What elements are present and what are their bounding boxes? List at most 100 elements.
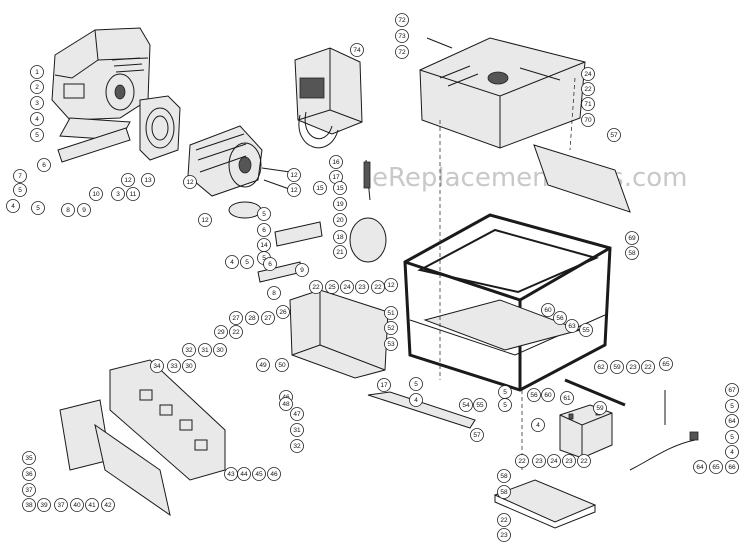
- callout-bubble: [325, 280, 339, 294]
- callout-37: 37: [22, 483, 36, 497]
- callout-30: 30: [213, 343, 227, 357]
- callout-label: 5: [262, 211, 266, 218]
- callout-bubble: [333, 181, 347, 195]
- callout-label: 22: [644, 364, 652, 371]
- callout-22: 22: [309, 280, 323, 294]
- callout-label: 50: [278, 362, 286, 369]
- callout-41: 41: [85, 498, 99, 512]
- callout-bubble: [355, 280, 369, 294]
- callout-label: 12: [201, 217, 209, 224]
- callout-bubble: [126, 187, 140, 201]
- callout-12: 12: [287, 183, 301, 197]
- callout-bubble: [607, 128, 621, 142]
- callout-label: 32: [185, 347, 193, 354]
- callout-label: 6: [42, 162, 46, 169]
- callout-bubble: [6, 199, 20, 213]
- callout-label: 15: [336, 185, 344, 192]
- callout-47: 47: [290, 407, 304, 421]
- callout-label: 65: [662, 361, 670, 368]
- callout-label: 21: [336, 249, 344, 256]
- callout-bubble: [371, 280, 385, 294]
- callout-label: 41: [88, 502, 96, 509]
- callout-20: 20: [333, 213, 347, 227]
- callout-label: 4: [230, 259, 234, 266]
- callout-bubble: [54, 498, 68, 512]
- callout-37: 37: [54, 498, 68, 512]
- battery-tray: [493, 479, 597, 529]
- callout-label: 3: [116, 191, 120, 198]
- callout-bubble: [37, 158, 51, 172]
- callout-28: 28: [245, 311, 259, 325]
- callout-label: 6: [268, 261, 272, 268]
- callout-2: 2: [30, 80, 44, 94]
- callout-bubble: [290, 439, 304, 453]
- callout-label: 69: [628, 235, 636, 242]
- callout-5: 5: [31, 201, 45, 215]
- callout-bubble: [395, 13, 409, 27]
- callout-bubble: [261, 311, 275, 325]
- callout-label: 52: [387, 325, 395, 332]
- callout-bubble: [30, 128, 44, 142]
- callout-64: 64: [693, 460, 707, 474]
- callout-23: 23: [626, 360, 640, 374]
- callout-bubble: [309, 280, 323, 294]
- callout-66: 66: [725, 460, 739, 474]
- callout-bubble: [531, 418, 545, 432]
- callout-bubble: [725, 399, 739, 413]
- callout-bubble: [77, 203, 91, 217]
- callout-58: 58: [497, 485, 511, 499]
- callout-label: 7: [18, 173, 22, 180]
- callout-label: 12: [124, 177, 132, 184]
- panel-plates: [59, 399, 171, 517]
- callout-label: 15: [316, 185, 324, 192]
- callout-3: 3: [111, 187, 125, 201]
- callout-bubble: [498, 398, 512, 412]
- callout-label: 5: [730, 434, 734, 441]
- callout-label: 57: [473, 432, 481, 439]
- callout-label: 53: [387, 341, 395, 348]
- callout-bubble: [377, 378, 391, 392]
- callout-label: 8: [272, 290, 276, 297]
- callout-label: 27: [232, 315, 240, 322]
- callout-label: 26: [279, 309, 287, 316]
- callout-label: 58: [628, 250, 636, 257]
- callout-bubble: [22, 483, 36, 497]
- callout-bubble: [22, 467, 36, 481]
- callout-label: 27: [264, 315, 272, 322]
- callout-72: 72: [395, 45, 409, 59]
- callout-bubble: [593, 401, 607, 415]
- callout-label: 51: [387, 310, 395, 317]
- callout-label: 17: [380, 382, 388, 389]
- callout-bubble: [229, 311, 243, 325]
- callout-label: 42: [104, 502, 112, 509]
- callout-42: 42: [101, 498, 115, 512]
- callout-6: 6: [263, 257, 277, 271]
- callout-bubble: [61, 203, 75, 217]
- callout-6: 6: [257, 223, 271, 237]
- callout-label: 30: [216, 347, 224, 354]
- callout-label: 64: [728, 418, 736, 425]
- callout-43: 43: [224, 467, 238, 481]
- callout-label: 18: [336, 234, 344, 241]
- callout-5: 5: [498, 385, 512, 399]
- callout-67: 67: [725, 383, 739, 397]
- brackets: [57, 127, 323, 283]
- callout-bubble: [581, 82, 595, 96]
- callout-label: 23: [565, 458, 573, 465]
- callout-15: 15: [333, 181, 347, 195]
- callout-9: 9: [77, 203, 91, 217]
- callout-38: 38: [22, 498, 36, 512]
- callout-bubble: [497, 513, 511, 527]
- callout-bubble: [725, 430, 739, 444]
- callout-bubble: [562, 454, 576, 468]
- callout-bubble: [198, 343, 212, 357]
- callout-label: 66: [728, 464, 736, 471]
- callout-label: 4: [35, 116, 39, 123]
- callout-16: 16: [329, 155, 343, 169]
- callout-label: 22: [374, 284, 382, 291]
- callout-label: 55: [582, 327, 590, 334]
- callout-5: 5: [13, 183, 27, 197]
- skid-rail: [367, 391, 476, 429]
- callout-label: 48: [282, 401, 290, 408]
